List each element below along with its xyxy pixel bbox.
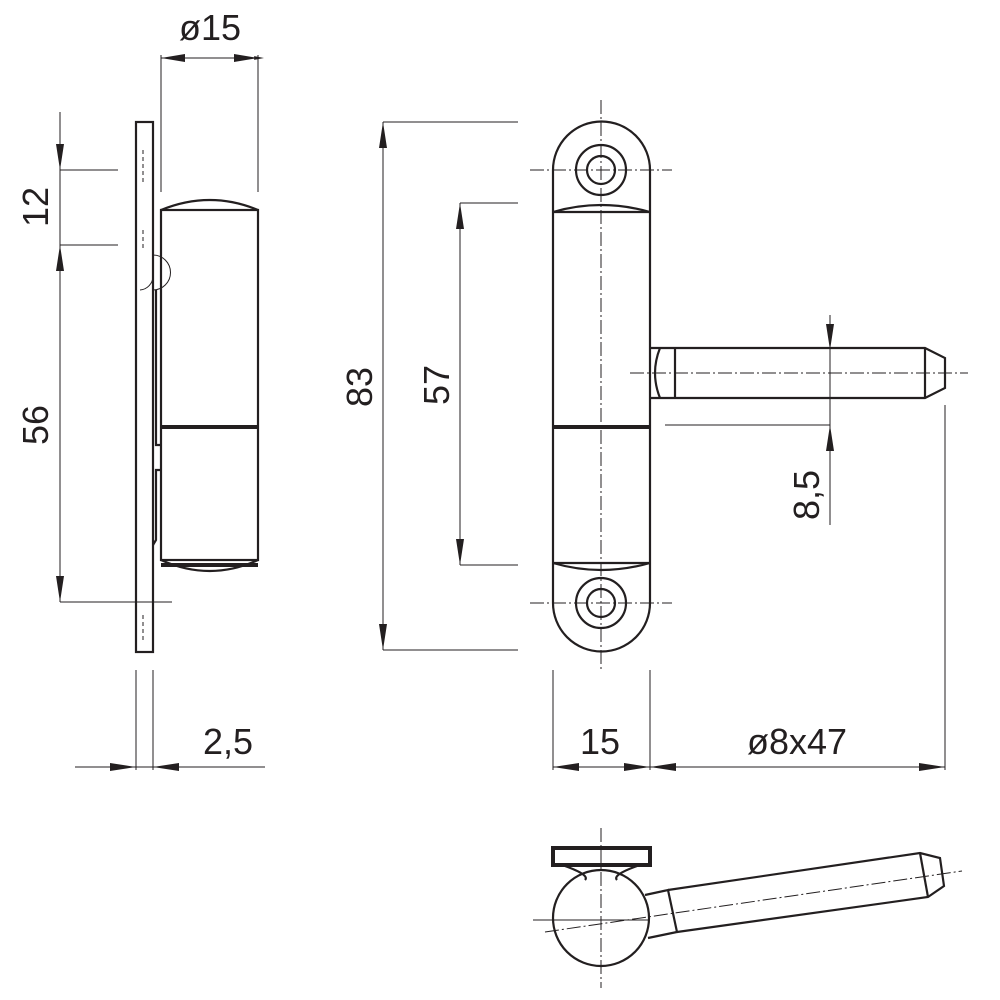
label-total-height: 83 bbox=[339, 367, 380, 407]
label-barrel-length: 57 bbox=[416, 365, 457, 405]
label-pin-diameter: 8,5 bbox=[786, 470, 827, 520]
barrel-side bbox=[159, 208, 260, 562]
label-top-offset: 12 bbox=[15, 187, 56, 227]
pin-top bbox=[667, 851, 946, 934]
label-pin-size: ø8x47 bbox=[747, 721, 847, 762]
label-plate-thickness: 2,5 bbox=[203, 721, 253, 762]
top-view bbox=[533, 828, 963, 988]
front-view bbox=[379, 100, 968, 771]
side-view bbox=[56, 54, 265, 771]
mounting-plate bbox=[134, 120, 155, 654]
label-body-width: 15 bbox=[580, 721, 620, 762]
top-plate bbox=[551, 846, 652, 867]
label-barrel-diameter: ø15 bbox=[179, 7, 241, 48]
label-barrel-length-side: 56 bbox=[15, 405, 56, 445]
